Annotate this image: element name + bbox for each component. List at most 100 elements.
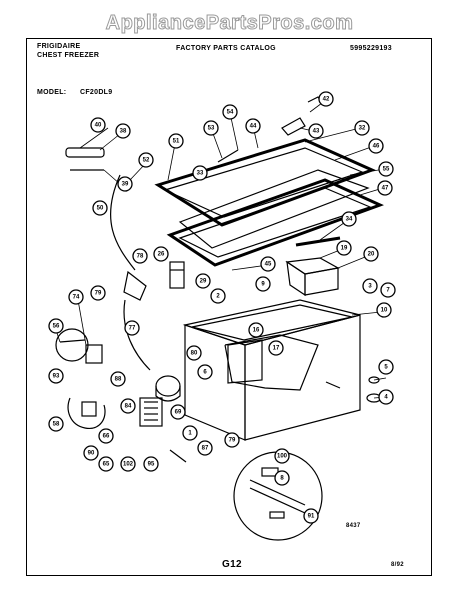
callout-circle [341, 211, 357, 227]
callout-8: 8 [274, 470, 290, 486]
callout-38: 38 [115, 123, 131, 139]
callout-52: 52 [138, 152, 154, 168]
freezer-cabinet [182, 299, 361, 441]
callout-circle [143, 456, 159, 472]
callout-circle [378, 389, 394, 405]
callout-32: 32 [354, 120, 370, 136]
callout-80: 80 [186, 345, 202, 361]
callout-77: 77 [124, 320, 140, 336]
callout-label: 6 [203, 370, 207, 376]
callout-circle [274, 448, 290, 464]
callout-label: 16 [253, 328, 260, 334]
callout-label: 90 [88, 451, 95, 457]
callout-circle [98, 456, 114, 472]
callout-label: 69 [175, 410, 182, 416]
callout-circle [192, 165, 208, 181]
callout-66: 66 [98, 428, 114, 444]
callout-9: 9 [255, 276, 271, 292]
callout-circle [362, 278, 378, 294]
callout-label: 77 [129, 326, 136, 332]
callout-label: 79 [229, 438, 236, 444]
thermostat-knob [65, 147, 105, 171]
callout-label: 55 [383, 167, 390, 173]
callout-45: 45 [260, 256, 276, 272]
callout-1: 1 [182, 425, 198, 441]
callout-58: 58 [48, 416, 64, 432]
callout-circle [377, 180, 393, 196]
detail-inset [233, 451, 323, 541]
callout-label: 34 [346, 217, 353, 223]
callout-label: 10 [381, 308, 388, 314]
callout-circle [90, 285, 106, 301]
callout-34: 34 [341, 211, 357, 227]
callout-6: 6 [197, 364, 213, 380]
callout-label: 65 [103, 462, 110, 468]
callout-circle [363, 246, 379, 262]
power-cord [110, 174, 151, 371]
callout-circle [376, 302, 392, 318]
callout-circle [170, 404, 186, 420]
callout-78: 78 [132, 248, 148, 264]
callout-10: 10 [376, 302, 392, 318]
light-switch-bracket [123, 270, 147, 301]
callout-circle [90, 117, 106, 133]
hinge-bracket [169, 261, 185, 289]
callout-label: 8 [280, 476, 284, 482]
callout-circle [120, 456, 136, 472]
callout-label: 3 [368, 284, 372, 290]
callout-16: 16 [248, 322, 264, 338]
callout-circle [336, 240, 352, 256]
callout-circle [117, 176, 133, 192]
callout-label: 46 [373, 144, 380, 150]
callout-circle [248, 322, 264, 338]
callout-46: 46 [368, 138, 384, 154]
callout-circle [245, 118, 261, 134]
callout-circle [132, 248, 148, 264]
callout-label: 66 [103, 434, 110, 440]
callout-circle [153, 246, 169, 262]
catalog-number: 5995229193 [350, 45, 392, 52]
callout-7: 7 [380, 282, 396, 298]
callout-circle [197, 440, 213, 456]
callout-circle [124, 320, 140, 336]
callout-label: 88 [115, 377, 122, 383]
callout-circle [318, 91, 334, 107]
callout-19: 19 [336, 240, 352, 256]
condenser [139, 397, 163, 427]
callout-93: 93 [48, 368, 64, 384]
callout-circle [274, 470, 290, 486]
callout-label: 19 [341, 246, 348, 252]
callout-label: 42 [323, 97, 330, 103]
callout-label: 26 [158, 252, 165, 258]
callout-circle [380, 282, 396, 298]
callout-88: 88 [110, 371, 126, 387]
callout-circle [354, 120, 370, 136]
callout-84: 84 [120, 398, 136, 414]
catalog-title: FACTORY PARTS CATALOG [176, 45, 276, 52]
callout-100: 100 [274, 448, 290, 464]
callout-65: 65 [98, 456, 114, 472]
callout-circle [48, 416, 64, 432]
callout-label: 93 [53, 374, 60, 380]
callout-79: 79 [90, 285, 106, 301]
callout-circle [303, 508, 319, 524]
callout-2: 2 [210, 288, 226, 304]
callout-label: 53 [208, 126, 215, 132]
callout-90: 90 [83, 445, 99, 461]
callout-17: 17 [268, 340, 284, 356]
callout-label: 51 [173, 139, 180, 145]
callout-label: 58 [53, 422, 60, 428]
callout-circle [182, 425, 198, 441]
callout-label: 9 [261, 282, 265, 288]
lid-trim-strip [295, 236, 341, 247]
callout-label: 47 [382, 186, 389, 192]
callout-circle [378, 359, 394, 375]
callout-label: 50 [97, 206, 104, 212]
callout-circle [222, 104, 238, 120]
callout-4: 4 [378, 389, 394, 405]
callout-circle [98, 428, 114, 444]
wiring-harness [55, 328, 89, 362]
callout-label: 79 [95, 291, 102, 297]
